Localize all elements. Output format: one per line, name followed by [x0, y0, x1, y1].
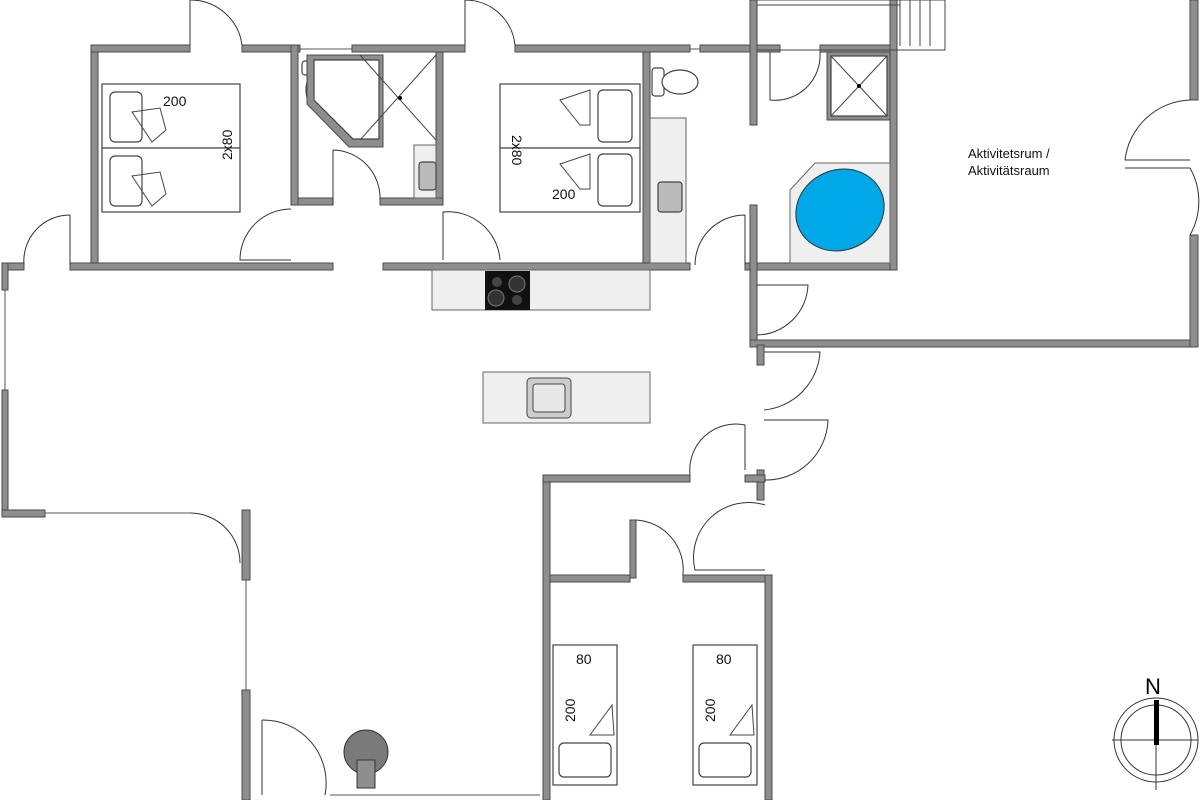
compass-icon [1112, 697, 1199, 790]
kitchen [431, 269, 651, 424]
stairs [757, 0, 931, 46]
room-label-activity-de: Aktivitätsraum [968, 163, 1050, 178]
bedroom-3-beds [552, 644, 758, 786]
bed-length-label: 200 [702, 698, 718, 722]
bed-width-label: 2x80 [219, 129, 235, 160]
bathroom-2 [789, 51, 891, 264]
doors [23, 0, 1200, 796]
bedroom-1-beds [101, 83, 241, 213]
compass-north-label: N [1145, 674, 1161, 699]
sink-icon [418, 161, 437, 191]
sink-icon [657, 181, 683, 213]
bathtub-icon [795, 168, 885, 252]
bed-width-label: 80 [576, 651, 592, 667]
bed-length-label: 200 [163, 93, 187, 109]
room-label-activity: Aktivitetsrum / [968, 146, 1050, 161]
bed-width-label: 80 [716, 651, 732, 667]
bed-length-label: 200 [552, 186, 576, 202]
bed-width-label: 2x80 [509, 135, 525, 166]
wood-stove-icon [343, 729, 389, 789]
toilet-icon [661, 69, 699, 95]
kitchen-counter [431, 269, 651, 311]
bed-length-label: 200 [562, 698, 578, 722]
bedroom-2-beds [499, 67, 699, 264]
bathroom-1 [301, 54, 437, 199]
